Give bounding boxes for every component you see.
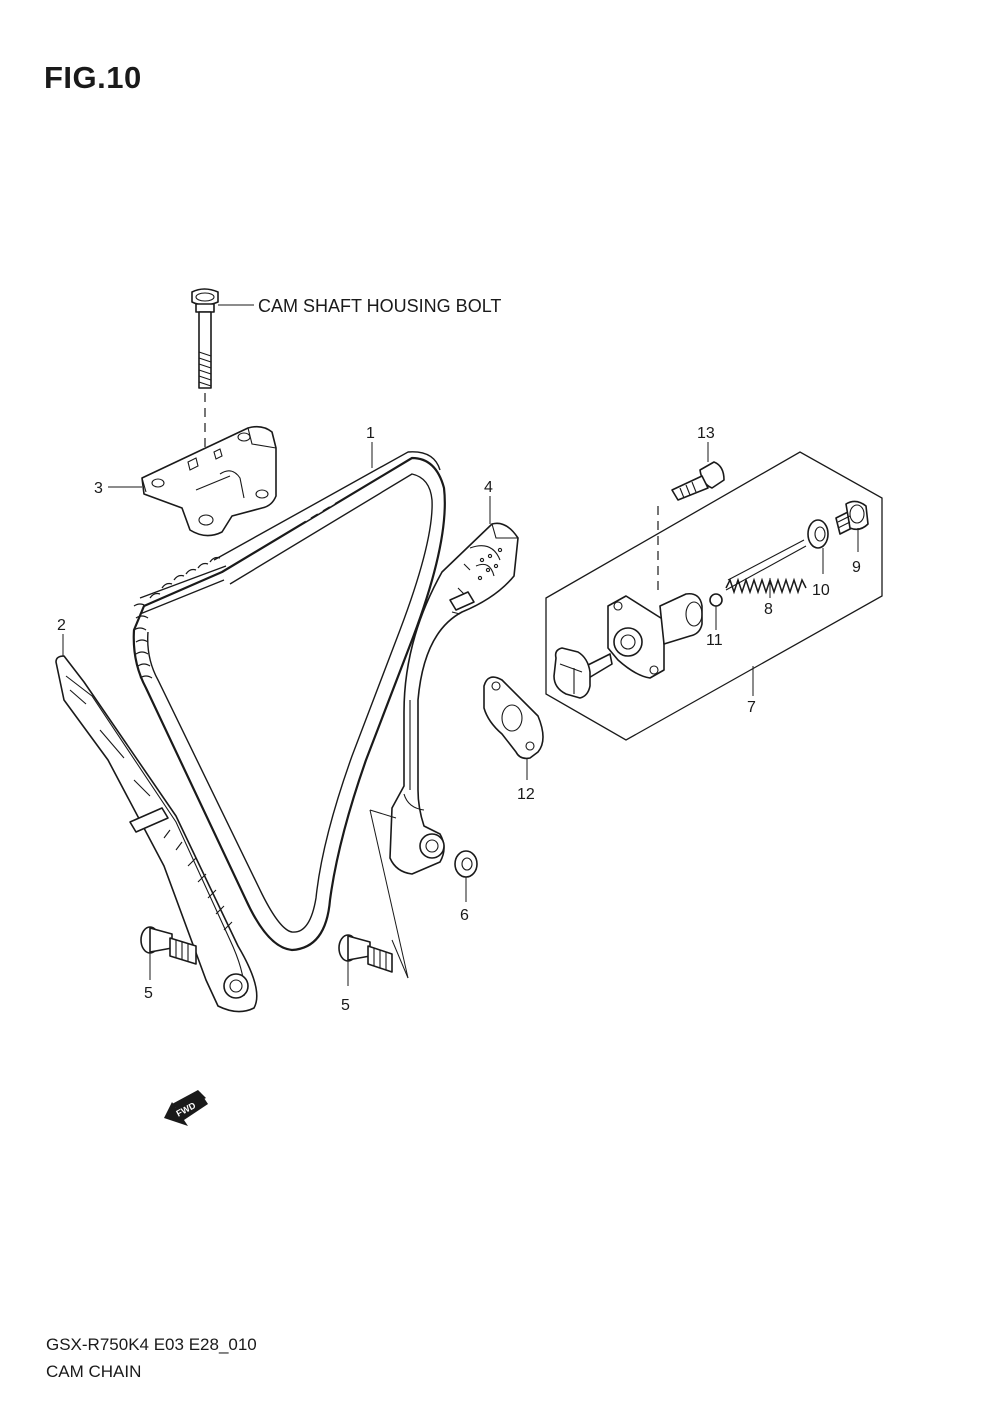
callout-5-left: 5 — [144, 985, 153, 1002]
callout-10: 10 — [812, 582, 830, 599]
callout-5-right: 5 — [341, 997, 350, 1014]
callout-6: 6 — [460, 907, 469, 924]
part-1-cam-chain — [132, 451, 446, 952]
part-4-tensioner-arm — [389, 522, 519, 875]
cam-shaft-housing-bolt-label: CAM SHAFT HOUSING BOLT — [258, 296, 501, 316]
callout-13: 13 — [697, 425, 715, 442]
section-name: CAM CHAIN — [46, 1362, 142, 1381]
callout-7: 7 — [747, 699, 756, 716]
callout-8: 8 — [764, 601, 773, 618]
fwd-arrow-icon: FWD — [164, 1090, 208, 1126]
part-7-assembly-box — [545, 451, 883, 741]
part-3-guide-plate — [141, 425, 277, 537]
part-5-pin-right — [338, 934, 393, 973]
part-10-washer — [807, 519, 829, 549]
part-9-cap-bolt — [835, 500, 869, 535]
figure-title: FIG.10 — [44, 60, 142, 95]
footer: GSX-R750K4 E03 E28_010 CAM CHAIN — [46, 1331, 257, 1385]
callout-11: 11 — [706, 632, 723, 649]
callout-4: 4 — [484, 479, 493, 496]
callout-1: 1 — [366, 425, 375, 442]
part-8-spring — [725, 539, 807, 595]
part-6-washer — [454, 850, 478, 878]
part-5-pin-left — [140, 926, 197, 965]
model-code: GSX-R750K4 E03 E28_010 — [46, 1335, 257, 1354]
cam-shaft-housing-bolt — [191, 288, 219, 389]
part-13-bolt — [671, 461, 725, 501]
part-2-chain-guide — [55, 655, 258, 1013]
part-11-ball — [709, 593, 723, 607]
callout-9: 9 — [852, 559, 861, 576]
part-12-gasket — [483, 676, 544, 760]
part-7-tensioner-body — [553, 592, 703, 699]
callout-12: 12 — [517, 786, 535, 803]
callout-3: 3 — [94, 480, 103, 497]
callout-2: 2 — [57, 617, 66, 634]
